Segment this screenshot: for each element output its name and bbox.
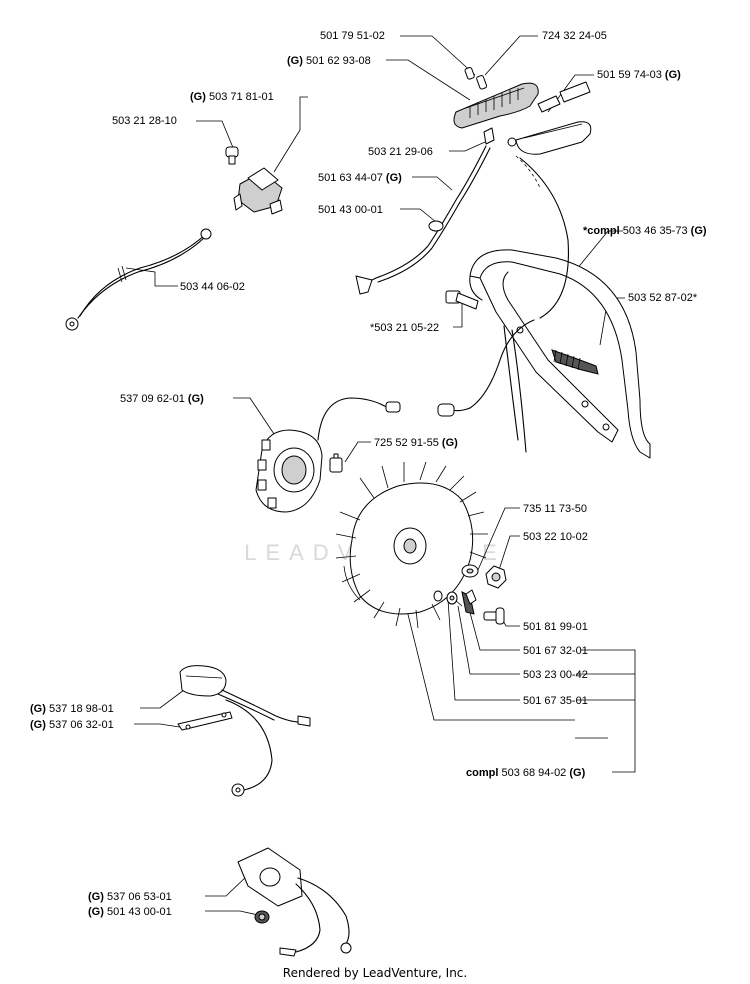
- label-501-62-93-08: (G) 501 62 93-08: [287, 55, 371, 67]
- label-503-46-35-73: *compl 503 46 35-73 (G): [583, 225, 707, 237]
- label-724-32-24-05: 724 32 24-05: [542, 30, 607, 42]
- pawl-assembly: [433, 589, 477, 615]
- label-501-67-32-01: 501 67 32-01: [523, 645, 588, 657]
- label-501-81-99-01: 501 81 99-01: [523, 621, 588, 633]
- throttle-wire-end: [437, 403, 471, 417]
- label-735-11-73-50: 735 11 73-50: [523, 503, 587, 515]
- bolt-handle: [445, 290, 479, 310]
- module-bracket: [177, 711, 233, 731]
- footer-credit: Rendered by LeadVenture, Inc.: [282, 966, 468, 980]
- stop-switch: [233, 167, 283, 215]
- ground-cable: [65, 228, 212, 331]
- label-501-43-00-01-top: 501 43 00-01: [318, 204, 383, 216]
- label-503-21-29-06: 503 21 29-06: [368, 146, 433, 158]
- spring-clip: [483, 127, 517, 147]
- switch-screw: [225, 146, 239, 165]
- label-503-23-00-42: 503 23 00-42: [523, 669, 588, 681]
- label-503-21-05-22: *503 21 05-22: [370, 322, 439, 334]
- label-501-67-35-01: 501 67 35-01: [523, 695, 588, 707]
- generator-module: [179, 665, 311, 797]
- leader-lines: [125, 35, 636, 916]
- label-503-52-87-02: 503 52 87-02*: [628, 292, 698, 304]
- flywheel-nut: [485, 565, 507, 589]
- label-503-68-94-02: compl 503 68 94-02 (G): [466, 767, 586, 779]
- part-labels: 501 79 51-02 724 32 24-05 (G) 501 62 93-…: [30, 30, 707, 918]
- ignition-module: [255, 397, 401, 513]
- label-503-21-28-10: 503 21 28-10: [112, 115, 177, 127]
- label-537-18-98-01: (G) 537 18 98-01: [30, 703, 114, 715]
- heater-element: [237, 847, 352, 957]
- label-503-71-81-01: (G) 503 71 81-01: [190, 91, 274, 103]
- label-537-06-53-01: (G) 537 06 53-01: [88, 891, 172, 903]
- stop-wire: [355, 145, 491, 295]
- label-503-44-06-02: 503 44 06-02: [180, 281, 245, 293]
- pin-small: [464, 66, 488, 90]
- label-501-59-74-03: 501 59 74-03 (G): [597, 69, 681, 81]
- label-501-63-44-07: 501 63 44-07 (G): [318, 172, 402, 184]
- vibration-pad-right: [515, 121, 592, 155]
- bottom-nut: [254, 910, 270, 924]
- plug-parts: [537, 81, 591, 113]
- label-537-09-62-01: 537 09 62-01 (G): [120, 393, 204, 405]
- label-503-22-10-02: 503 22 10-02: [523, 531, 588, 543]
- flywheel-washer: [461, 564, 479, 578]
- module-screw: [329, 453, 343, 473]
- label-725-52-91-55: 725 52 91-55 (G): [374, 437, 458, 449]
- flywheel: [335, 461, 488, 629]
- pawl-screw: [483, 607, 505, 625]
- label-537-06-32-01: (G) 537 06 32-01: [30, 719, 114, 731]
- label-501-79-51-02: 501 79 51-02: [320, 30, 385, 42]
- front-handle: [469, 249, 651, 459]
- handle-spring: [551, 349, 599, 375]
- vibration-pad-left: [453, 82, 539, 129]
- handle-cables: [469, 155, 569, 453]
- label-501-43-00-01-bottom: (G) 501 43 00-01: [88, 906, 172, 918]
